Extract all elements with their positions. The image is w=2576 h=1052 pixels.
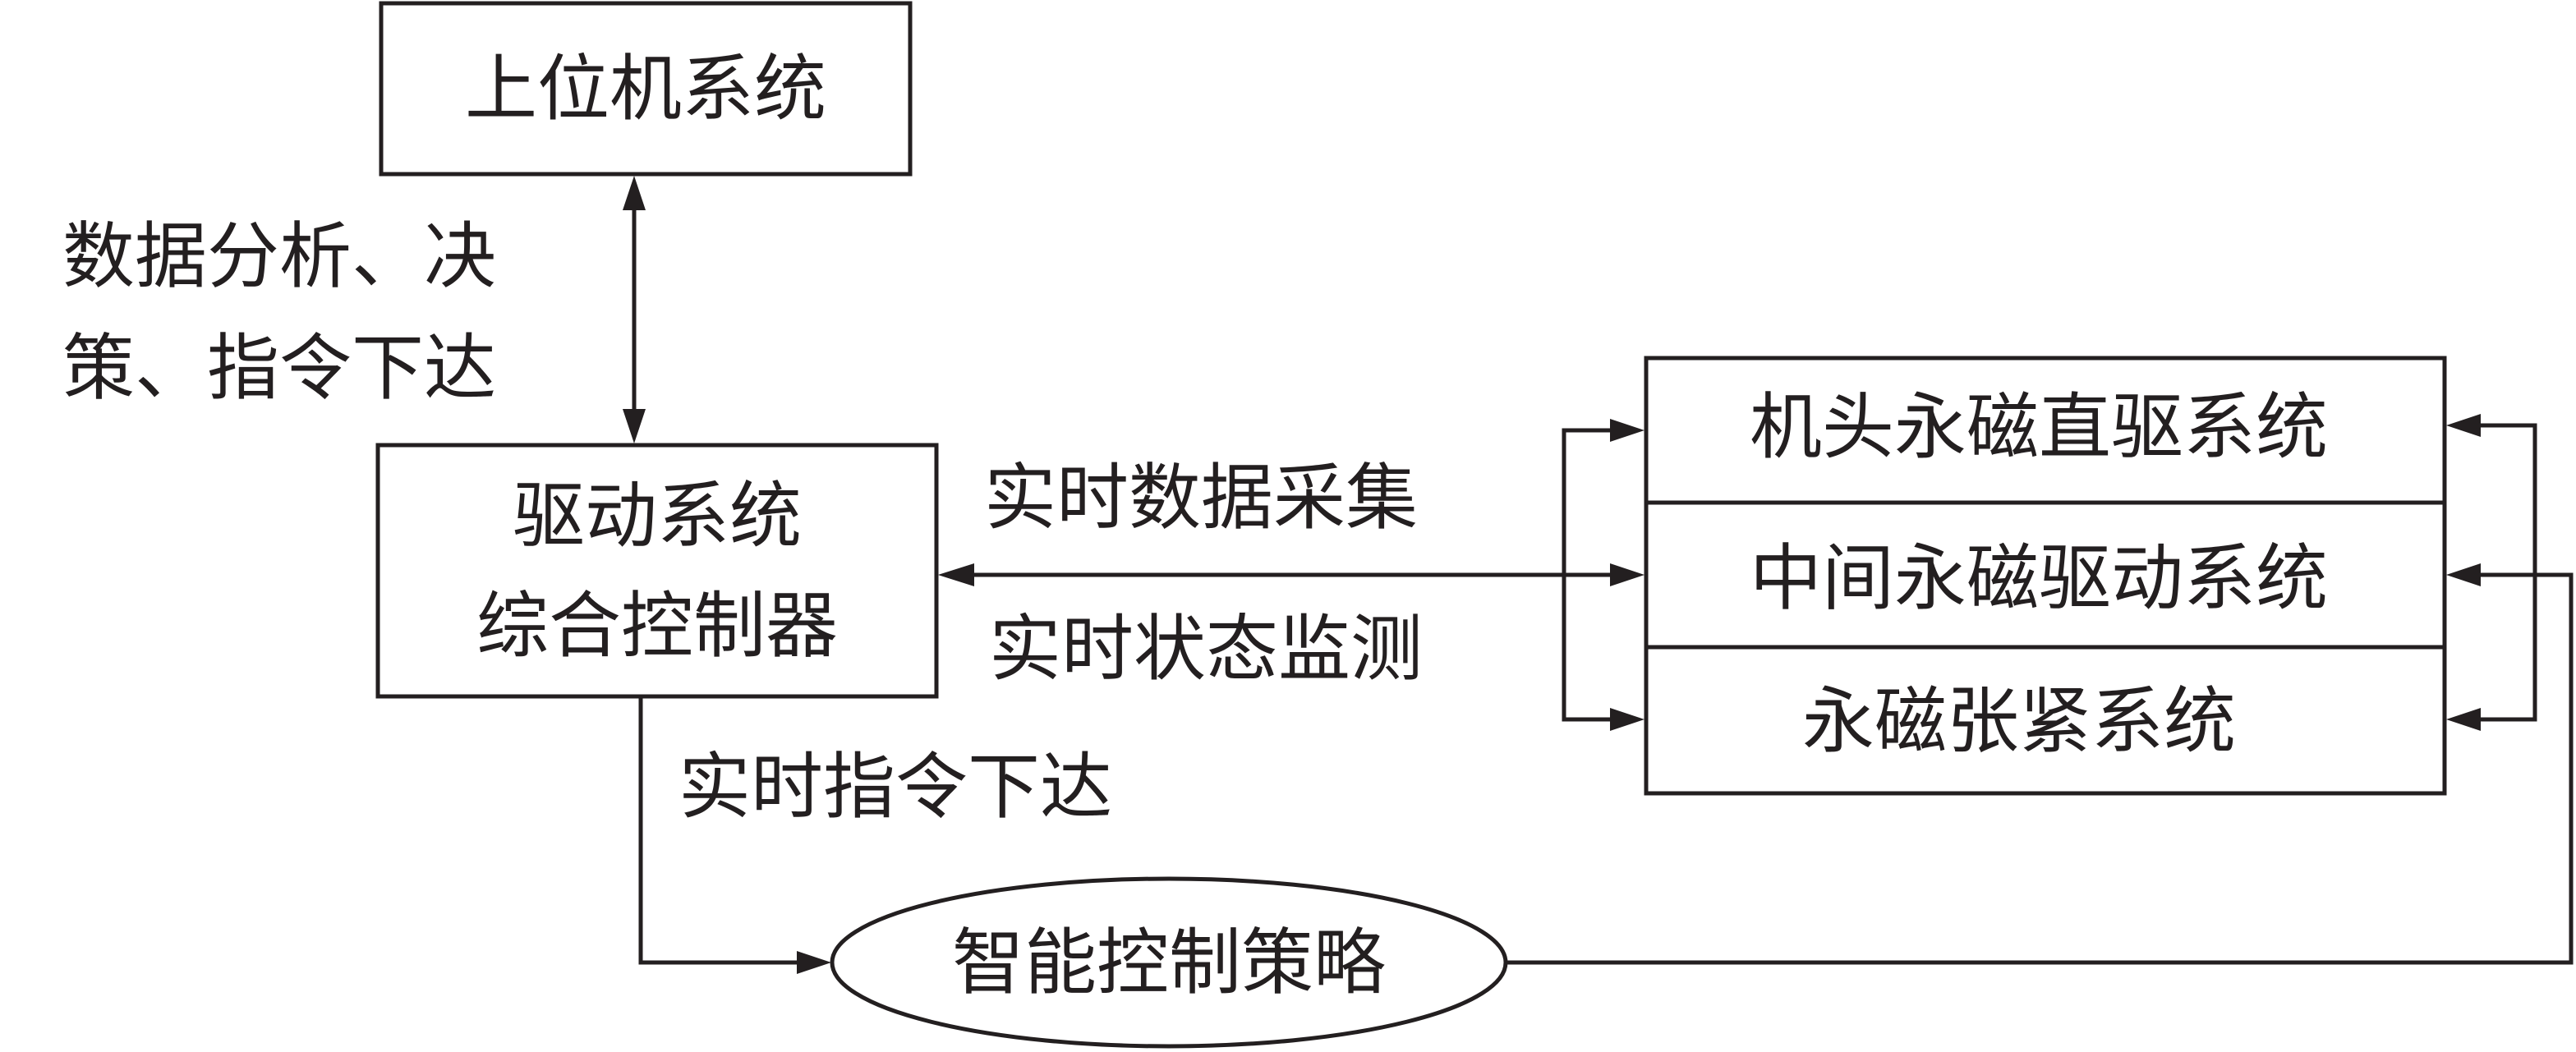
arrowhead-head-drive-left xyxy=(1610,419,1644,442)
monitoring-label: 实时状态监测 xyxy=(989,607,1423,691)
acquisition-label: 实时数据采集 xyxy=(984,456,1418,540)
middle-drive-label: 中间永磁驱动系统 xyxy=(1750,536,2328,621)
arrowhead-down xyxy=(623,409,646,443)
arrowhead-tension-right xyxy=(2446,708,2481,731)
arrowhead-head-drive-right xyxy=(2446,414,2481,437)
arrowhead-middle-drive-left xyxy=(1610,563,1644,586)
controller-label-line2: 综合控制器 xyxy=(476,584,838,668)
arrowhead-middle-drive-right xyxy=(2446,563,2481,586)
right-bracket xyxy=(2479,423,2537,722)
host-link-label-line1: 数据分析、决 xyxy=(62,214,496,299)
controller-box xyxy=(375,443,939,699)
head-drive-label: 机头永磁直驱系统 xyxy=(1750,385,2328,470)
strategy-label: 智能控制策略 xyxy=(952,921,1386,1005)
command-label: 实时指令下达 xyxy=(678,745,1112,829)
drive-systems-box xyxy=(1644,356,2447,796)
tension-system-label: 永磁张紧系统 xyxy=(1802,679,2236,764)
host-system-label: 上位机系统 xyxy=(465,47,826,131)
strategy-feedback-line xyxy=(1506,572,2574,965)
controller-label-line1: 驱动系统 xyxy=(513,474,802,558)
command-line xyxy=(638,696,797,965)
arrowhead-to-controller xyxy=(938,563,974,586)
arrowhead-to-strategy xyxy=(797,951,831,974)
host-system-box xyxy=(379,1,913,177)
arrowhead-up xyxy=(623,176,646,210)
host-link-label-line2: 策、指令下达 xyxy=(62,326,496,411)
arrowhead-tension-left xyxy=(1610,708,1644,731)
